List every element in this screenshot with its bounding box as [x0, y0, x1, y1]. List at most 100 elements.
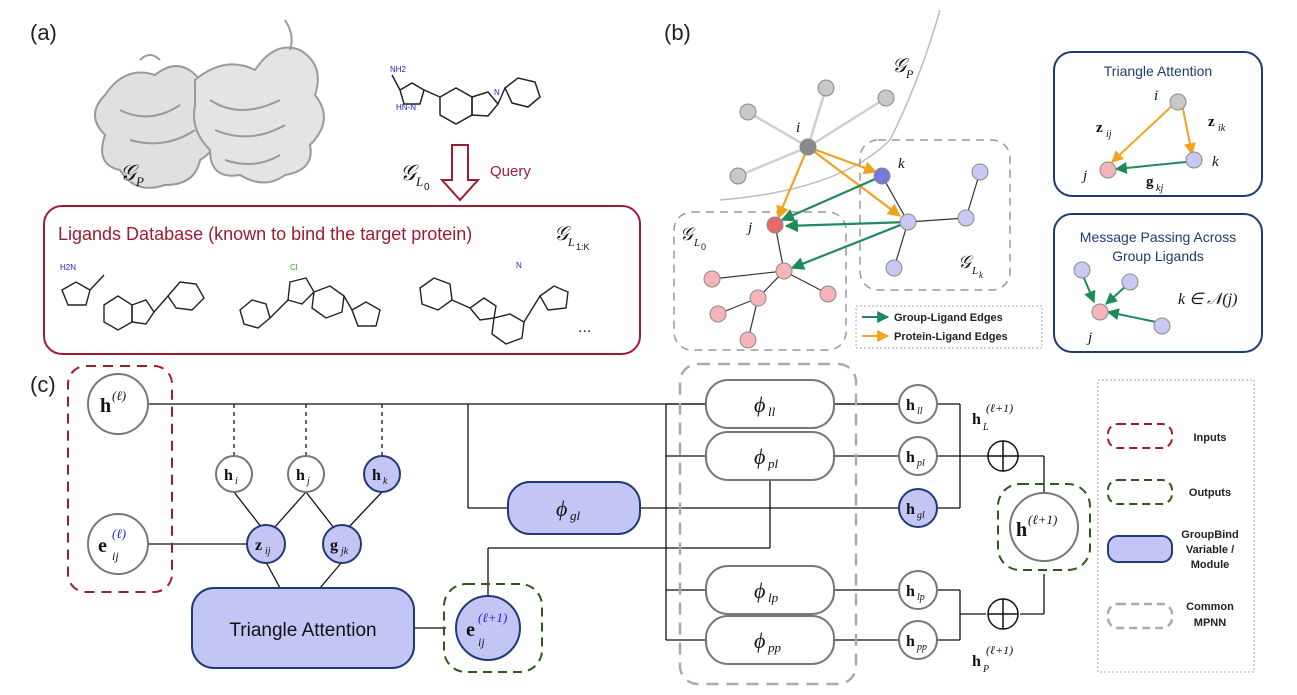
- mp-node-k1: [1073, 261, 1091, 279]
- svg-text:pp: pp: [916, 642, 927, 653]
- glk-label: 𝒢 L k: [958, 252, 984, 280]
- triangle-attention-module-label: Triangle Attention: [229, 620, 376, 641]
- svg-text:e: e: [466, 619, 475, 641]
- svg-text:g: g: [1146, 174, 1154, 190]
- svg-text:h: h: [906, 501, 915, 518]
- svg-text:ij: ij: [112, 549, 119, 563]
- svg-text:pl: pl: [767, 456, 779, 471]
- database-molecule-1: H2N: [60, 263, 205, 331]
- tri-node-k: [1185, 151, 1203, 169]
- protein-graph-label: 𝒢 P: [120, 160, 144, 189]
- phi-ll-module: [705, 379, 835, 429]
- svg-text:P: P: [135, 174, 144, 189]
- mp-formula: k ∈ 𝒩(j): [1178, 291, 1237, 308]
- svg-text:N: N: [516, 261, 522, 270]
- database-molecule-3: N: [419, 261, 569, 345]
- triangle-attention-inset: [1053, 51, 1263, 197]
- legend-common-mpnn-swatch: [1106, 602, 1174, 630]
- svg-text:𝒢: 𝒢: [400, 160, 419, 185]
- svg-text:i: i: [235, 476, 238, 487]
- svg-text:kj: kj: [1156, 183, 1163, 194]
- svg-text:(ℓ): (ℓ): [112, 388, 126, 403]
- node-h-gl: [898, 488, 938, 528]
- node-h-pl: [898, 436, 938, 476]
- node-h-j: [287, 455, 325, 493]
- svg-text:ij: ij: [478, 635, 485, 649]
- node-h-l: [87, 373, 149, 435]
- svg-text:z: z: [1208, 114, 1215, 130]
- node-h-ll-label: h ll: [906, 397, 923, 417]
- message-passing-inset: [1053, 213, 1263, 353]
- triangle-attention-inset-title: Triangle Attention: [1104, 63, 1212, 79]
- mp-label-j: j: [1086, 330, 1092, 346]
- mp-node-j: [1091, 303, 1109, 321]
- svg-text:ϕ: ϕ: [754, 578, 765, 603]
- node-h-lp: [898, 570, 938, 610]
- query-arrow: [439, 144, 481, 202]
- ligand-node: [749, 289, 767, 307]
- tri-label-j: j: [1081, 168, 1087, 184]
- node-h-gl-label: h gl: [906, 501, 925, 521]
- legend-outputs-swatch: [1107, 479, 1173, 505]
- node-g-jk-label: g jk: [330, 537, 349, 557]
- legend-inputs-label: Inputs: [1194, 432, 1227, 444]
- svg-text:Cl: Cl: [290, 263, 298, 272]
- svg-text:1:K: 1:K: [576, 242, 590, 252]
- group-node: [957, 209, 975, 227]
- ligands-database-title: Ligands Database (known to bind the targ…: [58, 224, 472, 244]
- tri-node-j: [1099, 161, 1117, 179]
- node-h-next: [1009, 492, 1079, 562]
- svg-text:ϕ: ϕ: [754, 628, 765, 653]
- message-passing-title-line2: Group Ligands: [1112, 248, 1204, 264]
- protein-boundary-curve: [719, 9, 941, 201]
- svg-text:g: g: [330, 537, 338, 554]
- ligand-node: [739, 331, 757, 349]
- svg-text:ll: ll: [917, 406, 923, 417]
- svg-text:L: L: [982, 422, 989, 433]
- tri-label-i: i: [1154, 88, 1158, 104]
- panel-c-legend-box: [1097, 379, 1255, 673]
- h-P-next-label: h P (ℓ+1): [972, 643, 1013, 675]
- svg-text:ij: ij: [1106, 129, 1112, 140]
- group-node: [885, 259, 903, 277]
- svg-text:ij: ij: [265, 546, 271, 557]
- svg-text:P: P: [982, 664, 989, 675]
- svg-text:L: L: [567, 235, 575, 249]
- legend-groupbind-label-3: Module: [1191, 559, 1230, 571]
- svg-text:h: h: [906, 397, 915, 414]
- edge-legend-box: [855, 305, 1043, 349]
- svg-text:h: h: [972, 411, 981, 428]
- svg-text:NH2: NH2: [390, 65, 407, 74]
- query-ligand-group-box: [673, 211, 847, 351]
- phi-pl-label: ϕ pl: [754, 444, 779, 471]
- node-e-l-label: e (ℓ) ij: [98, 526, 126, 563]
- mp-node-k2: [1121, 273, 1139, 291]
- svg-text:0: 0: [701, 242, 706, 252]
- node-j-label: j: [746, 220, 752, 236]
- svg-text:𝒢: 𝒢: [892, 55, 910, 77]
- ligand-node: [703, 270, 721, 288]
- tri-edge-ik: [1181, 103, 1196, 156]
- node-h-k-label: h k: [372, 467, 388, 487]
- svg-text:(ℓ+1): (ℓ+1): [986, 401, 1013, 415]
- protein-edges: [737, 87, 887, 178]
- phi-gl-label: ϕ gl: [556, 496, 581, 523]
- group-node: [899, 213, 917, 231]
- panel-a-label: (a): [30, 20, 57, 45]
- query-ligand-molecule-image: NH2 HN-N N: [390, 65, 541, 125]
- node-i: [799, 138, 817, 156]
- panel-b-label: (b): [664, 20, 691, 45]
- svg-text:ll: ll: [768, 404, 776, 419]
- ligand-node: [709, 305, 727, 323]
- ligands-database-graph-label: 𝒢 L 1:K: [554, 223, 590, 252]
- node-k-label: k: [898, 156, 905, 172]
- query-label: Query: [490, 163, 531, 180]
- node-h-next-label: h (ℓ+1): [1016, 512, 1057, 541]
- svg-text:(ℓ+1): (ℓ+1): [1028, 512, 1057, 527]
- ligands-database-box: [43, 205, 641, 355]
- phi-lp-label: ϕ lp: [754, 578, 779, 605]
- svg-text:h: h: [372, 467, 381, 484]
- protein-node: [817, 79, 835, 97]
- phi-pp-module: [705, 615, 835, 665]
